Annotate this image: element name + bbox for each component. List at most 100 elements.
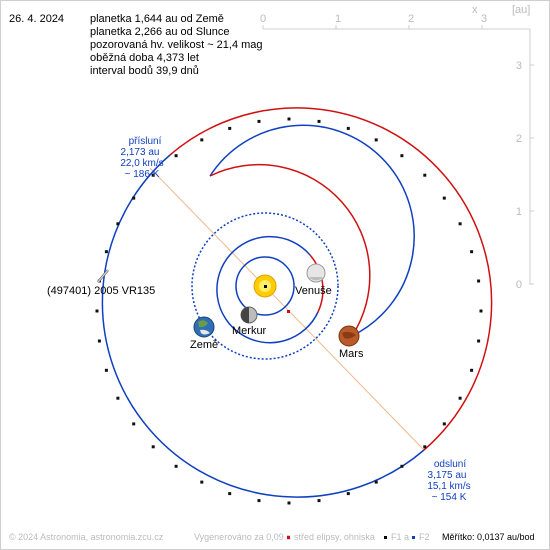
orbit-position-dots — [95, 117, 483, 505]
orbit-position-dot — [97, 339, 101, 343]
venus-icon — [306, 263, 326, 283]
orbit-position-dot — [151, 173, 155, 177]
venus-label: Venuše — [295, 285, 332, 297]
legend-f2-label: F2 — [419, 532, 430, 542]
mercury-label: Merkur — [232, 325, 267, 337]
orbit-position-dot — [458, 222, 462, 226]
venus-orbit-red — [309, 254, 324, 313]
asteroid-orbit-red — [169, 107, 493, 451]
orbit-position-dot — [479, 309, 483, 313]
x-tick-label: 3 — [481, 13, 487, 25]
info-line: pozorovaná hv. velikost ~ 21,4 mag — [90, 39, 263, 51]
aphelion-distance: 3,175 au — [428, 470, 467, 481]
orbit-position-dot — [400, 464, 404, 468]
mars-label: Mars — [339, 348, 364, 360]
info-panel: 26. 4. 2024 planetka 1,644 au od Země pl… — [9, 13, 263, 77]
orbit-position-dot — [287, 117, 291, 121]
orbit-position-dot — [257, 499, 261, 503]
orbit-position-dot — [200, 480, 204, 484]
mercury-orbit — [235, 256, 295, 316]
orbit-position-dot — [132, 196, 136, 200]
orbit-position-dot — [116, 396, 120, 400]
x-axis-label: x — [472, 4, 478, 16]
orbit-position-dot — [423, 173, 427, 177]
orbit-position-dot — [228, 492, 232, 496]
orbit-position-dot — [470, 250, 474, 254]
orbit-position-dot — [374, 138, 378, 142]
orbit-position-dot — [200, 138, 204, 142]
generated-time: Vygenerováno za 0,09 s — [194, 532, 291, 542]
legend-f1-swatch — [384, 536, 387, 539]
orbit-position-dot — [400, 154, 404, 158]
orbit-position-dot — [104, 250, 108, 254]
orbit-position-dot — [346, 492, 350, 496]
orbit-position-dot — [477, 279, 481, 283]
asteroid-orbit-blue — [101, 154, 425, 498]
apsides-line — [149, 167, 425, 451]
aphelion-temperature: ~ 154 K — [432, 492, 467, 503]
orbit-position-dot — [442, 196, 446, 200]
asteroid-marker — [97, 269, 109, 283]
orbit-position-dot — [228, 126, 232, 130]
legend-a-label: a — [404, 532, 409, 542]
legend-f2-swatch — [412, 536, 415, 539]
orbit-position-dot — [458, 396, 462, 400]
orbit-position-dot — [346, 126, 350, 130]
y-tick-label: 2 — [516, 133, 522, 145]
scale-label: Měřítko: 0,0137 au/bod — [442, 532, 535, 542]
y-tick-label: 0 — [516, 279, 522, 291]
earth-orbit — [191, 212, 339, 360]
info-line: planetka 2,266 au od Slunce — [90, 26, 229, 38]
orbit-position-dot — [174, 464, 178, 468]
orbit-position-dot — [104, 368, 108, 372]
legend-center-label: střed elipsy, ohniska — [294, 532, 375, 542]
orbit-position-dot — [442, 422, 446, 426]
mercury-icon — [240, 306, 258, 324]
axis-labels: 0 1 2 3 x [au] 3 2 1 0 — [260, 4, 530, 291]
orbit-position-dot — [317, 499, 321, 503]
mars-icon — [338, 325, 360, 347]
orbit-position-dot — [151, 445, 155, 449]
orbit-position-dot — [470, 368, 474, 372]
x-tick-label: 2 — [408, 13, 414, 25]
orbit-position-dot — [287, 501, 291, 505]
info-line: planetka 1,644 au od Země — [90, 13, 224, 25]
x-tick-label: 0 — [260, 13, 266, 25]
earth-label: Země — [190, 339, 218, 351]
orbit-position-dot — [477, 339, 481, 343]
orbit-position-dot — [132, 422, 136, 426]
legend-f1-label: F1 — [391, 532, 402, 542]
perihelion-distance: 2,173 au — [121, 147, 160, 158]
legend-center-swatch — [287, 536, 290, 539]
y-tick-label: 3 — [516, 60, 522, 72]
earth-icon — [193, 316, 215, 338]
venus-orbit-blue — [216, 236, 319, 344]
perihelion-speed: 22,0 km/s — [120, 158, 163, 169]
ellipse-center-marker — [287, 310, 290, 313]
orbit-position-dot — [423, 445, 427, 449]
sun-icon — [253, 274, 277, 298]
orbit-position-dot — [317, 119, 321, 123]
body-labels: (497401) 2005 VR135 Venuše Merkur Země M… — [47, 285, 364, 360]
perihelion-temperature: ~ 186 K — [125, 169, 160, 180]
unit-label: [au] — [512, 4, 530, 16]
asteroid-label: (497401) 2005 VR135 — [47, 285, 155, 297]
aphelion-speed: 15,1 km/s — [427, 481, 470, 492]
footer: © 2024 Astronomia, astronomia.zcu.cz Vyg… — [9, 532, 535, 542]
x-tick-label: 1 — [335, 13, 341, 25]
axes — [262, 25, 534, 285]
orbit-position-dot — [174, 154, 178, 158]
perihelion-title: přísluní — [129, 136, 162, 147]
info-line: interval bodů 39,9 dnů — [90, 65, 199, 77]
date-label: 26. 4. 2024 — [9, 13, 64, 25]
y-tick-label: 1 — [516, 206, 522, 218]
orbit-position-dot — [374, 480, 378, 484]
mars-orbit-red — [209, 163, 371, 337]
copyright-text: © 2024 Astronomia, astronomia.zcu.cz — [9, 532, 164, 542]
mars-orbit-blue — [209, 124, 415, 337]
orbit-position-dot — [116, 222, 120, 226]
aphelion-annotation: odsluní 3,175 au 15,1 km/s ~ 154 K — [427, 459, 470, 503]
